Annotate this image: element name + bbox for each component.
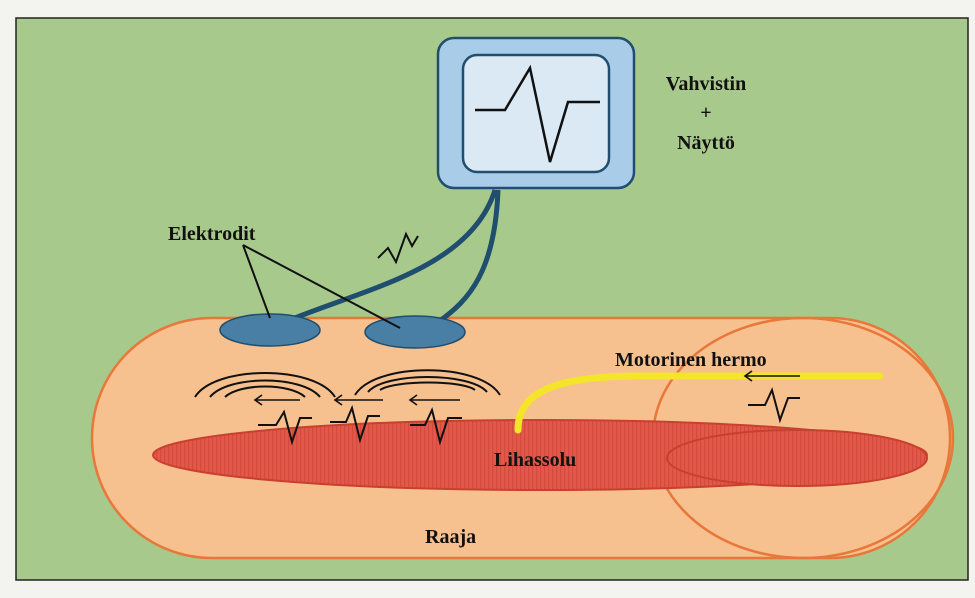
amplifier-label: Vahvistin [666, 73, 746, 95]
plus-label: + [700, 102, 711, 124]
electrodes-label: Elektrodit [168, 223, 256, 245]
motor-nerve-label: Motorinen hermo [615, 349, 767, 371]
electrode-left [220, 314, 320, 346]
monitor-screen [463, 55, 609, 172]
muscle-cell-cross-section [667, 430, 927, 486]
electrode-right [365, 316, 465, 348]
muscle-cell-label: Lihassolu [494, 449, 576, 471]
limb-label: Raaja [425, 526, 476, 548]
display-label: Näyttö [677, 132, 735, 154]
